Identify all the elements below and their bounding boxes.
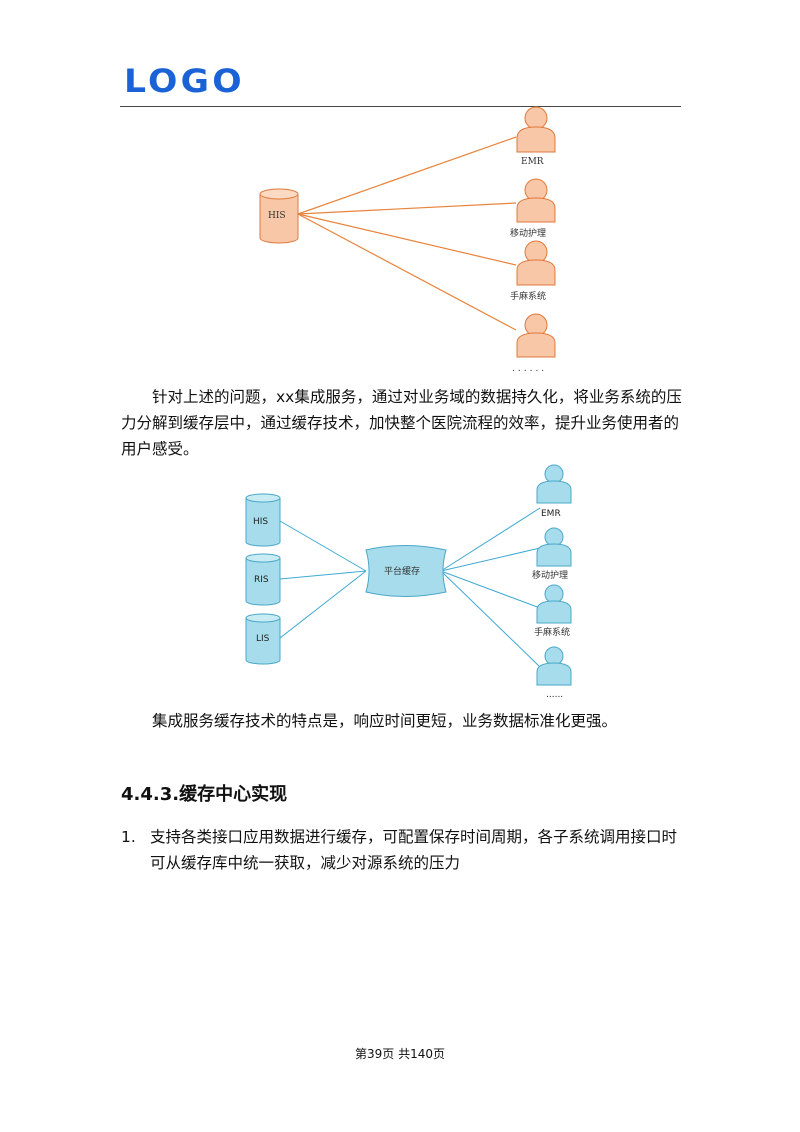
cache-diagram: HIS RIS LIS 平台缓存 EMR 移动护理 手麻系统 ......	[245, 464, 572, 700]
cache-hub-shape	[365, 545, 447, 597]
his-diagram: HIS EMR 移动护理 手麻系统 ......	[259, 106, 556, 374]
mobile-nursing-user-icon	[516, 178, 556, 223]
more-label: ......	[512, 364, 547, 374]
emr-user-icon	[516, 106, 556, 153]
his-database-icon	[259, 188, 299, 244]
more-user-icon	[516, 313, 556, 358]
list-item-number: 1.	[121, 828, 136, 846]
page-footer: 第39页 共140页	[355, 1047, 445, 1061]
mobile-nursing-label: 移动护理	[510, 227, 546, 239]
section-heading: 4.4.3.缓存中心实现	[121, 784, 288, 805]
ris-source-label: RIS	[254, 575, 269, 585]
paragraph-1: 针对上述的问题，xx集成服务，通过对业务域的数据持久化，将业务系统的压力分解到缓…	[121, 388, 682, 458]
anesthesia-user-icon	[536, 584, 572, 624]
cache-hub-label: 平台缓存	[384, 565, 420, 577]
more-label: ......	[546, 690, 563, 700]
anesthesia-label: 手麻系统	[534, 626, 570, 638]
his-source-label: HIS	[253, 517, 268, 527]
lis-database-icon	[245, 613, 281, 665]
anesthesia-label: 手麻系统	[510, 290, 546, 302]
emr-label: EMR	[521, 157, 544, 167]
ris-database-icon	[245, 553, 281, 606]
list-item-text: 支持各类接口应用数据进行缓存，可配置保存时间周期，各子系统调用接口时可从缓存库中…	[150, 828, 678, 872]
his-label: HIS	[268, 211, 286, 221]
lis-source-label: LIS	[256, 634, 270, 644]
emr-label: EMR	[541, 509, 561, 519]
paragraph-2: 集成服务缓存技术的特点是，响应时间更短，业务数据标准化更强。	[152, 712, 618, 730]
his-database-icon	[245, 493, 281, 547]
anesthesia-user-icon	[516, 240, 556, 286]
mobile-nursing-label: 移动护理	[532, 569, 568, 581]
emr-user-icon	[536, 464, 572, 504]
logo: LOGO	[124, 62, 245, 100]
more-user-icon	[536, 646, 572, 686]
header-rule	[120, 106, 681, 107]
mobile-nursing-user-icon	[536, 527, 572, 567]
